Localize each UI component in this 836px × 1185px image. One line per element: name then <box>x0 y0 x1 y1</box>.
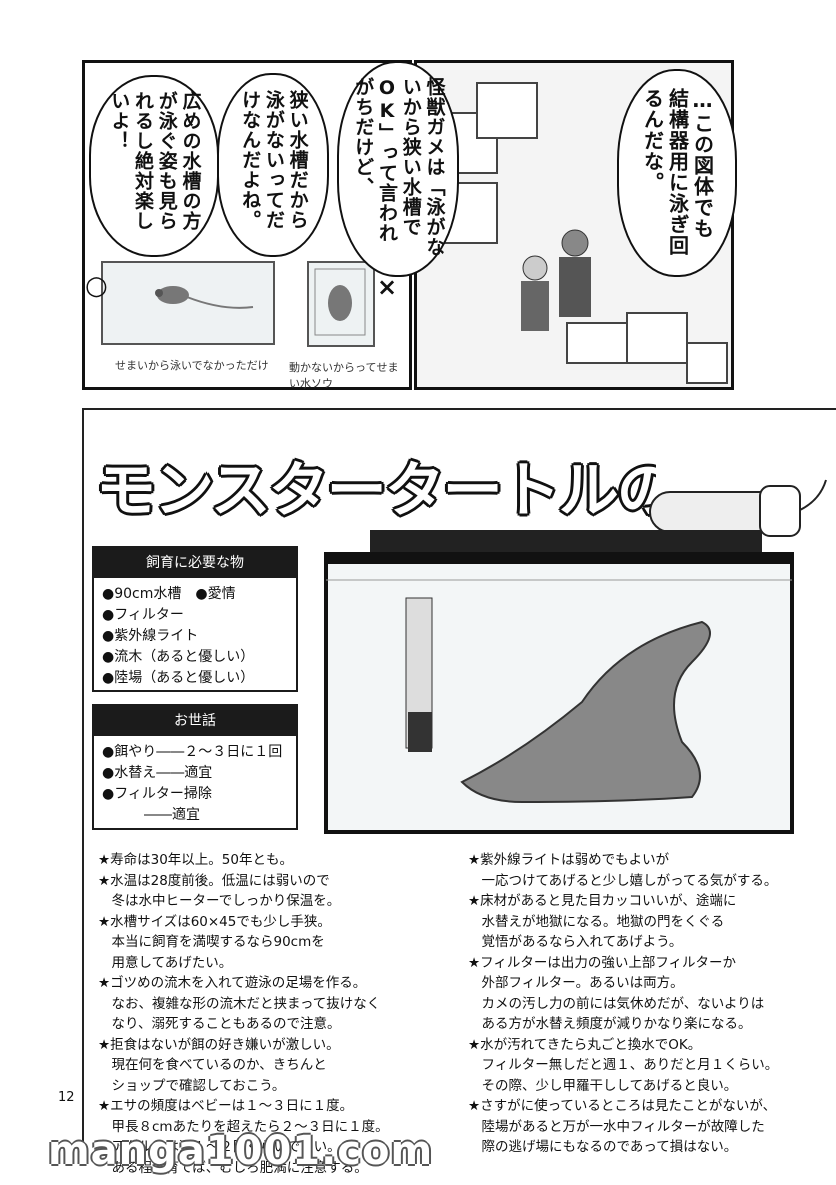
needs-item: ●紫外線ライト <box>102 628 199 644</box>
care-item: ●フィルター掃除 <box>102 786 212 802</box>
top-right-panel: …この図体でも結構器用に泳ぎ回るんだな。 怪獣ガメは「泳がないから狭い水槽でOK… <box>337 60 737 390</box>
speech-bubble-1: …この図体でも結構器用に泳ぎ回るんだな。 <box>617 69 737 277</box>
guide-title: モンスタータートルの飼い方 <box>96 456 656 526</box>
note-line: 現在何を食べているのか、きちんと <box>98 1057 327 1073</box>
needs-item: ●陸場（あると優しい） <box>102 670 255 686</box>
page-number: 12 <box>58 1090 75 1105</box>
good-mark: ○ <box>85 271 108 301</box>
care-box: お世話 ●餌やり――２～３日に１回 ●水替え――適宜 ●フィルター掃除 ――適宜 <box>92 704 298 830</box>
note-line: 一応つけてあげると少し嬉しがってる気がする。 <box>468 872 778 889</box>
note-line: ある程度育てば、むしろ肥満に注意する。 <box>98 1159 368 1176</box>
uv-lamp-icon <box>649 479 827 537</box>
aquarium-illustration <box>322 522 798 840</box>
note-line: ★水温は28度前後。低温には弱いので <box>98 872 330 889</box>
note-line: ★寿命は30年以上。50年とも。 <box>98 852 293 868</box>
note-line: ある方が水替え頻度が減りかなり楽になる。 <box>468 1016 752 1032</box>
note-line: その際、少し甲羅干ししてあげると良い。 <box>468 1077 738 1094</box>
note-line: ★水槽サイズは60×45でも少し手狭。 <box>98 913 331 930</box>
good-caption: せまいから泳いでなかっただけ <box>115 359 269 372</box>
note-line: ショップで確認しておこう。 <box>98 1077 286 1094</box>
speech-bubble-4: 広めの水槽の方が泳ぐ姿も見られるし絶対楽しいよ！ <box>89 75 219 257</box>
notes-left-column: ★寿命は30年以上。50年とも。 ★水温は28度前後。低温には弱いので 冬は水中… <box>98 850 468 1178</box>
note-line: 外部フィルター。あるいは両方。 <box>468 975 684 991</box>
note-line: 甲長８cmあたりを超えたら２～３日に１度。 <box>98 1118 389 1135</box>
care-item: ●餌やり――２～３日に１回 <box>102 744 283 760</box>
bad-mark: × <box>377 273 398 301</box>
speech-bubble-3-text: 狭い水槽だから泳がないってだけなんだよね。 <box>239 90 309 230</box>
needs-box: 飼育に必要な物 ●90cm水槽 ●愛情 ●フィルター ●紫外線ライト ●流木（あ… <box>92 546 298 692</box>
speech-bubble-3: 狭い水槽だから泳がないってだけなんだよね。 <box>217 73 329 257</box>
note-line: なり、溺死することもあるので注意。 <box>98 1016 341 1032</box>
note-line: フィルター無しだと週１、ありだと月１くらい。 <box>468 1057 779 1073</box>
care-item: ――適宜 <box>102 807 200 823</box>
needs-item: ●フィルター <box>102 607 184 623</box>
note-line: ★エサの頻度はベビーは１～３日に１度。 <box>98 1098 354 1114</box>
needs-item: ●90cm水槽 ●愛情 <box>102 586 236 602</box>
note-line: カメの汚し力の前には気休めだが、ないよりは <box>468 995 765 1012</box>
bad-caption: 動かないからってせまい水ソウ <box>289 361 399 390</box>
note-line: ★ゴツめの流木を入れて遊泳の足場を作る。 <box>98 975 367 991</box>
note-line: 覚悟があるなら入れてあげよう。 <box>468 934 683 950</box>
person-illustration <box>521 229 591 331</box>
note-line: ★さすがに使っているところは見たことがないが、 <box>468 1098 777 1114</box>
driftwood-illustration <box>460 620 711 804</box>
note-line: ★拒食はないが餌の好き嫌いが激しい。 <box>98 1036 340 1053</box>
narrow-tank-illustration <box>307 261 375 347</box>
turtle-swimming-icon <box>155 286 254 309</box>
needs-item: ●流木（あると優しい） <box>102 649 255 665</box>
note-line: 水替えが地獄になる。地獄の門をくぐる <box>468 913 725 930</box>
needs-box-heading: 飼育に必要な物 <box>94 548 296 578</box>
note-line: アダルトは週１～２回くらいでよい。 <box>98 1139 341 1155</box>
speech-bubble-1-text: …この図体でも結構器用に泳ぎ回るんだな。 <box>640 88 715 256</box>
wide-tank-illustration <box>101 261 275 345</box>
note-line: 陸場があると万が一水中フィルターが故障した <box>468 1118 765 1135</box>
turtle-cramped-icon <box>314 268 366 336</box>
note-line: ★水が汚れてきたら丸ごと換水でOK。 <box>468 1036 702 1053</box>
notes-right-column: ★紫外線ライトは弱めでもよいが 一応つけてあげると少し嬉しがってる気がする。 ★… <box>468 850 832 1158</box>
note-line: 本当に飼育を満喫するなら90cmを <box>98 934 325 950</box>
watermark: manga1001.com <box>48 1128 434 1174</box>
note-line: ★床材があると見た目カッコいいが、途端に <box>468 893 737 909</box>
note-line: なお、複雑な形の流木だと挟まって抜けなく <box>98 995 381 1012</box>
care-box-heading: お世話 <box>94 706 296 736</box>
speech-bubble-2: 怪獣ガメは「泳がないから狭い水槽でOK」って言われがちだけど、 <box>337 61 459 277</box>
speech-bubble-2-text: 怪獣ガメは「泳がないから狭い水槽でOK」って言われがちだけど、 <box>352 76 446 257</box>
note-line: ★紫外線ライトは弱めでもよいが <box>468 852 670 868</box>
care-item: ●水替え――適宜 <box>102 765 213 781</box>
note-line: 用意してあげたい。 <box>98 954 233 971</box>
note-line: 際の逃げ場にもなるのであって損はない。 <box>468 1139 738 1155</box>
note-line: ★フィルターは出力の強い上部フィルターか <box>468 954 737 971</box>
speech-bubble-4-text: 広めの水槽の方が泳ぐ姿も見られるし絶対楽しいよ！ <box>108 91 202 231</box>
note-line: 冬は水中ヒーターでしっかり保温を。 <box>98 893 341 909</box>
guide-panel <box>82 408 836 1160</box>
